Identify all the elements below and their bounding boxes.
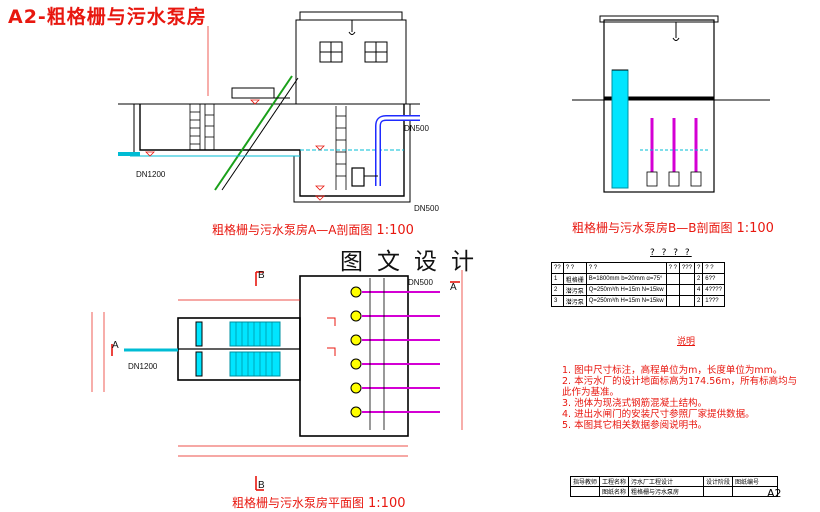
note-item: 1. 图中尺寸标注，高程单位为m，长度单位为mm。	[562, 365, 783, 376]
section-bb-scale: 1:100	[736, 221, 774, 236]
ladder	[189, 104, 347, 190]
plan-pumps	[350, 286, 362, 418]
plan-caption-text: 粗格栅与污水泵房平面图	[232, 496, 365, 510]
plan-label-a-left: A	[112, 340, 119, 351]
plan-pipe-out: DN500	[408, 278, 433, 287]
tb-empty	[569, 486, 601, 497]
note-item: 4. 进出水闸门的安装尺寸参照厂家提供数据。	[562, 409, 755, 420]
plan-pipe-in: DN1200	[128, 362, 158, 371]
cell: 4	[693, 284, 704, 296]
plan-pump-well	[299, 275, 409, 437]
plan-discharge-pipes	[362, 291, 440, 413]
header-cell: ??	[551, 262, 564, 274]
table-row: 2 潜污泵 Q=250m³/h H=15m N=15kw 4 4????	[551, 284, 725, 296]
header-cell: ? ?	[585, 262, 667, 274]
cell	[665, 295, 680, 307]
section-bb-caption-text: 粗格栅与污水泵房B—B剖面图	[572, 221, 733, 235]
platform-rail	[231, 87, 275, 99]
cell: 粗格栅	[562, 273, 587, 285]
building-outline	[295, 19, 407, 105]
plan-label-b-top: B	[258, 270, 265, 281]
section-aa-scale: 1:100	[376, 223, 414, 238]
section-cut-marks	[111, 271, 460, 491]
section-aa-caption-text: 粗格栅与污水泵房A—A剖面图	[212, 223, 373, 237]
notes-title: 说明	[677, 337, 696, 347]
cell: 2	[693, 295, 704, 307]
tb-no-label: 图纸编号	[732, 476, 779, 487]
plan-label-b-bottom: B	[258, 480, 265, 491]
cell: 4????	[702, 284, 725, 296]
sheet-title: A2-粗格栅与污水泵房	[8, 6, 207, 28]
tb-empty	[732, 486, 779, 497]
plan-screen-2	[229, 351, 281, 377]
pit-wall	[133, 104, 411, 203]
cell: 3	[551, 295, 564, 307]
cell	[665, 273, 680, 285]
cell: 潜污泵	[562, 295, 587, 307]
cell: 1???	[702, 295, 725, 307]
cell: 2	[551, 284, 564, 296]
pump-pit	[139, 104, 405, 197]
cell	[678, 284, 695, 296]
drawing-number: A2	[767, 487, 782, 500]
tb-project-label: 工程名称	[599, 476, 630, 487]
header-cell: ? ?	[702, 262, 725, 274]
bb-pumps	[650, 118, 698, 172]
aa-pipe-in: DN1200	[136, 170, 166, 179]
coarse-screen	[214, 75, 293, 191]
tb-empty	[703, 486, 734, 497]
cell: 1	[551, 273, 564, 285]
cell: 2	[693, 273, 704, 285]
cell: B=1800mm b=20mm α=75°	[585, 273, 667, 285]
cell	[678, 295, 695, 307]
roof-slab	[299, 11, 403, 21]
header-cell: ? ?	[665, 262, 680, 274]
notes-list: 1. 图中尺寸标注，高程单位为m，长度单位为mm。 2. 本污水厂的设计地面标高…	[562, 365, 812, 431]
cell	[665, 284, 680, 296]
cell: Q=250m³/h H=15m N=15kw	[585, 284, 667, 296]
equipment-table-header: ?? ? ? ? ? ? ? ??? ? ? ?	[551, 262, 725, 274]
section-bb	[572, 15, 770, 193]
table-row: 3 潜污泵 Q=250m³/h H=15m N=15kw 2 1???	[551, 295, 725, 307]
cell: Q=250m³/h H=15m N=15kw	[585, 295, 667, 307]
table-row: 1 粗格栅 B=1800mm b=20mm α=75° 2 6??	[551, 273, 725, 285]
aa-pipe-out-top: DN500	[404, 124, 429, 133]
header-cell: ? ?	[562, 262, 587, 274]
cell: 6??	[702, 273, 725, 285]
note-item: 3. 池体为现浇式钢筋混凝土结构。	[562, 398, 708, 409]
elevation-marks	[145, 99, 325, 201]
tb-drawing-name: 粗格栅与污水泵房	[628, 486, 705, 497]
watermark: 图文设计	[340, 249, 488, 275]
tb-stage-label: 设计阶段	[703, 476, 734, 487]
plan-scale: 1:100	[368, 496, 406, 511]
pump	[351, 167, 365, 187]
header-cell: ?	[693, 262, 704, 274]
left-label: 指导教师	[569, 476, 601, 487]
screen-channel	[611, 69, 629, 189]
plan-view	[91, 26, 463, 491]
plan-screen-1	[229, 321, 281, 347]
cell	[678, 273, 695, 285]
equipment-table-title: ? ? ? ?	[650, 248, 692, 258]
note-item: 此作为基准。	[562, 387, 620, 398]
bb-structure	[603, 19, 715, 193]
plan-label-a-right: A	[450, 282, 457, 293]
equipment-table: ?? ? ? ? ? ? ? ??? ? ? ? 1 粗格栅 B=1800mm …	[551, 262, 725, 307]
tb-name-label: 图纸名称	[599, 486, 630, 497]
tb-project: 污水厂工程设计	[628, 476, 705, 487]
note-item: 2. 本污水厂的设计地面标高为174.56m，所有标高均与	[562, 376, 798, 387]
title-block: 指导教师 工程名称 污水厂工程设计 设计阶段 图纸编号 图纸名称 粗格栅与污水泵…	[569, 476, 779, 497]
aa-pipe-out-bottom: DN500	[414, 204, 439, 213]
plan-dimensions	[91, 26, 463, 457]
section-aa	[118, 11, 420, 203]
note-item: 5. 本图其它相关数据参阅说明书。	[562, 420, 708, 431]
header-cell: ???	[678, 262, 695, 274]
cell: 潜污泵	[562, 284, 587, 296]
